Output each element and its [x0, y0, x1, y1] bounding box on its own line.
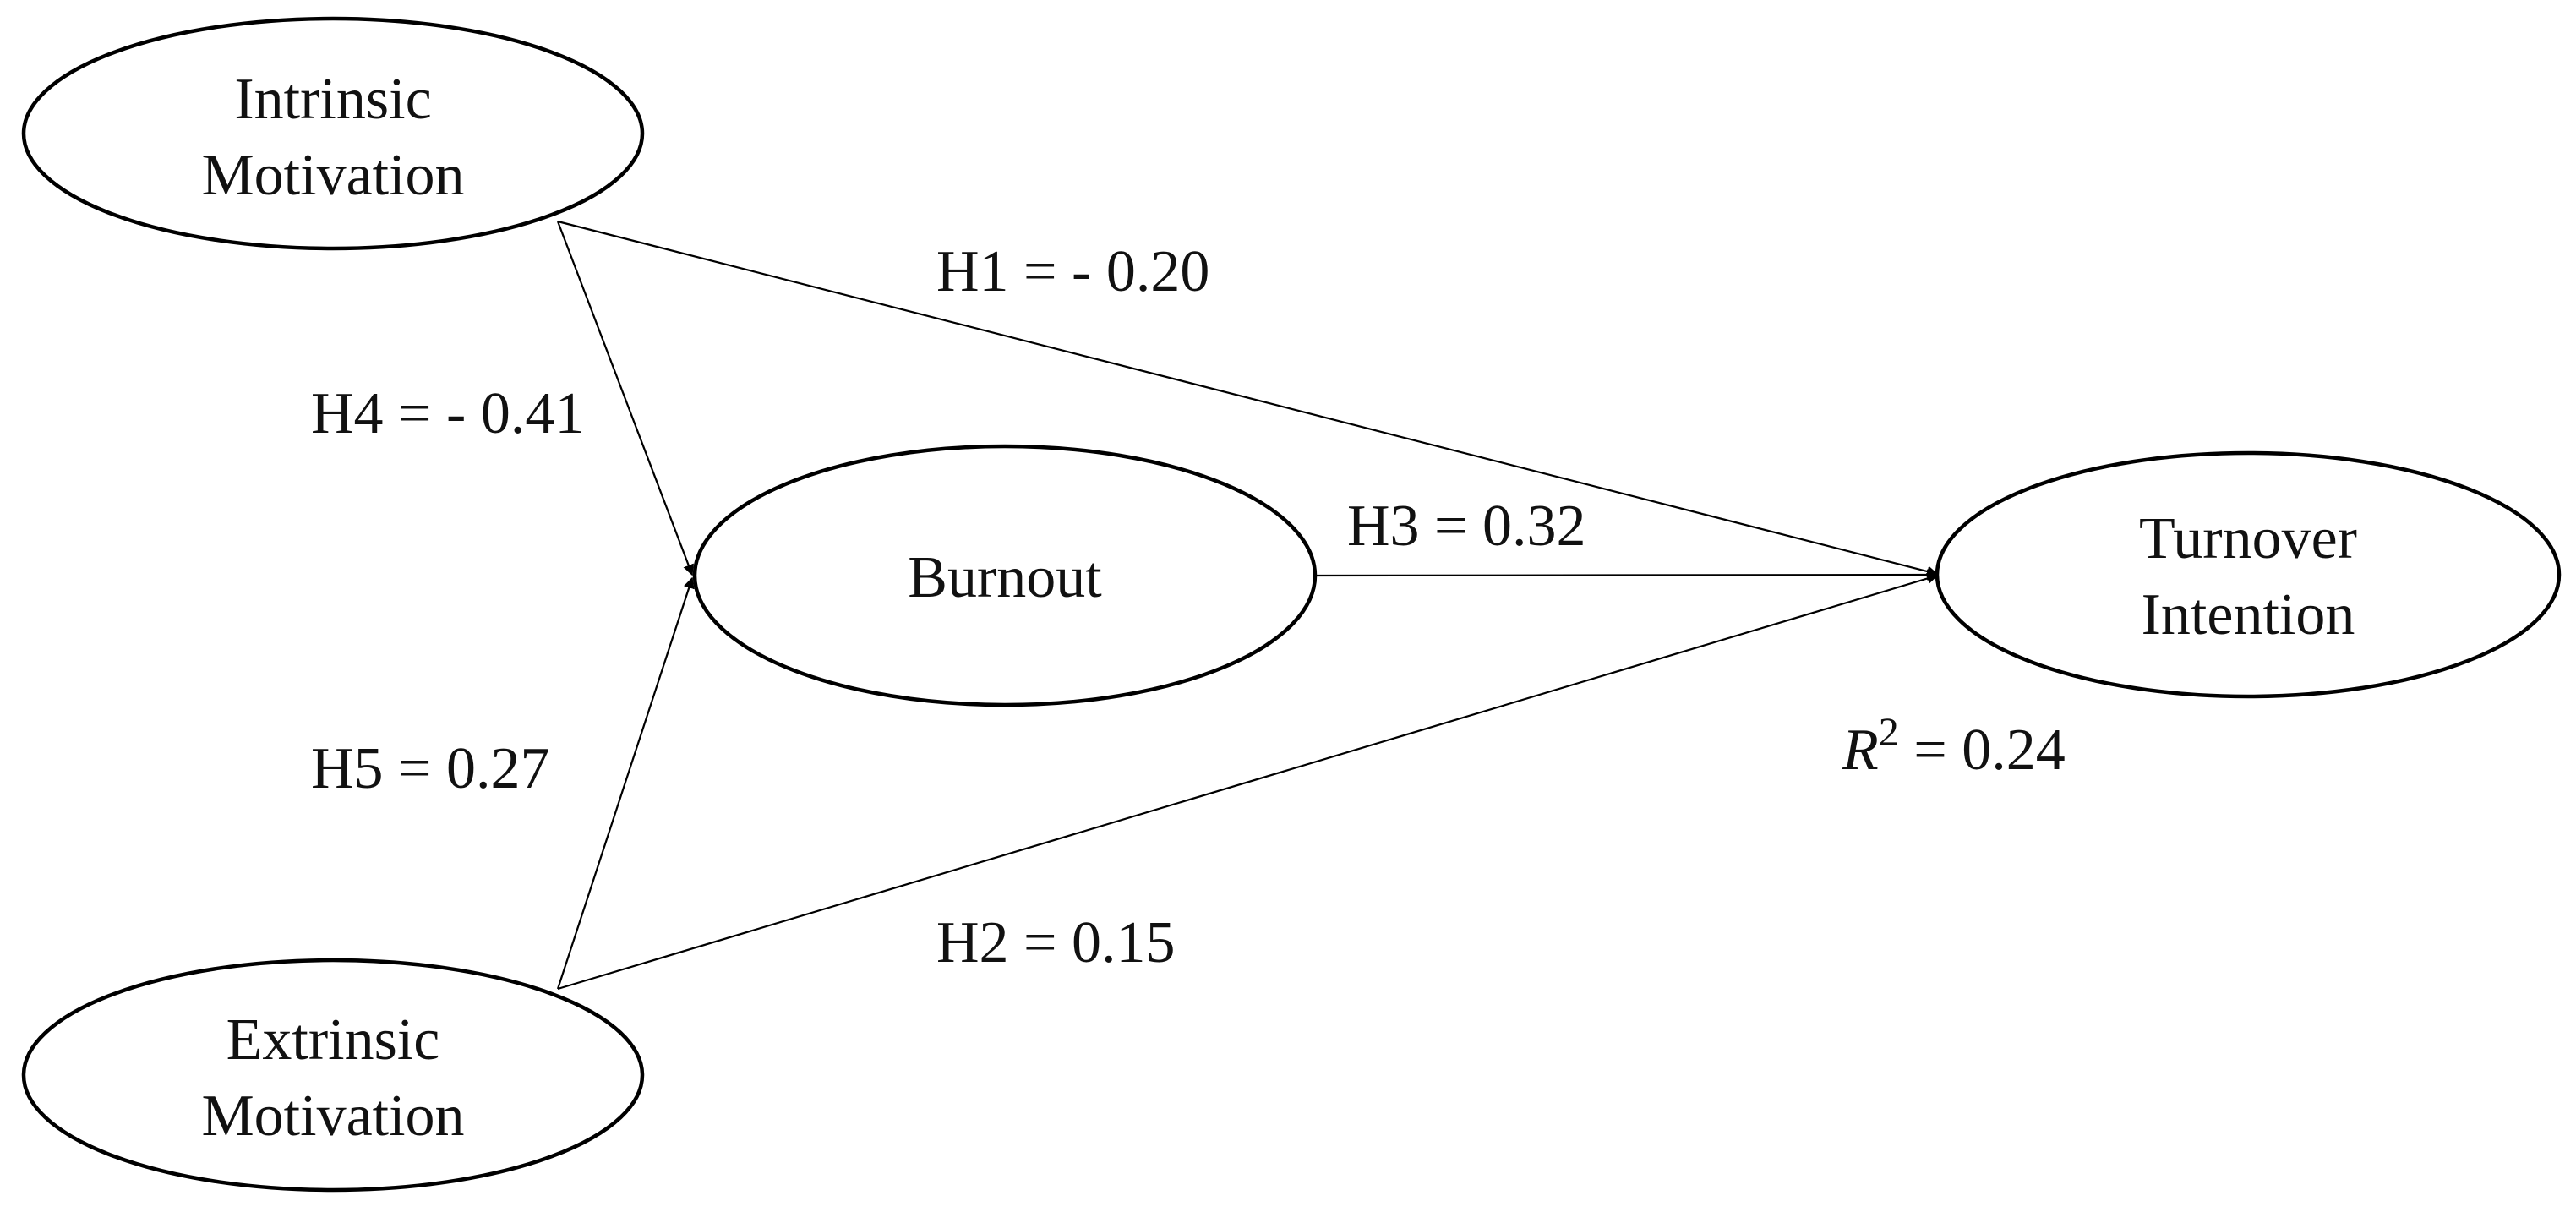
- path-h5-arrow: [556, 576, 695, 990]
- r-squared-label: R2 = 0.24: [1842, 710, 2066, 783]
- node-intrinsic-motivation: Intrinsic Motivation: [21, 16, 645, 251]
- path-h1-arrow: [557, 220, 1939, 577]
- node-turnover-intention: Turnover Intention: [1935, 450, 2562, 699]
- path-h3-arrow: [1316, 569, 1939, 581]
- r-squared-value: = 0.24: [1899, 718, 2066, 783]
- node-burnout: Burnout: [692, 444, 1318, 707]
- node-extrinsic-motivation-line1: Extrinsic: [226, 1007, 440, 1073]
- path-h3-label: H3 = 0.32: [1347, 494, 1586, 559]
- path-h4-arrow: [556, 221, 694, 576]
- r-squared-exponent: 2: [1879, 710, 1899, 755]
- r-squared-symbol: R: [1842, 718, 1879, 783]
- node-burnout-label: Burnout: [908, 545, 1102, 610]
- node-extrinsic-motivation: Extrinsic Motivation: [21, 958, 645, 1193]
- path-h2-label: H2 = 0.15: [936, 910, 1176, 975]
- path-h5-label: H5 = 0.27: [311, 736, 550, 801]
- node-turnover-intention-line1: Turnover: [2139, 506, 2357, 571]
- node-turnover-intention-line2: Intention: [2142, 582, 2355, 647]
- path-h1-label: H1 = - 0.20: [936, 239, 1209, 304]
- path-h4-label: H4 = - 0.41: [311, 381, 584, 446]
- node-intrinsic-motivation-line1: Intrinsic: [234, 67, 431, 132]
- node-extrinsic-motivation-line2: Motivation: [201, 1084, 464, 1149]
- node-intrinsic-motivation-line2: Motivation: [201, 143, 464, 208]
- path-h2-arrow: [557, 573, 1939, 991]
